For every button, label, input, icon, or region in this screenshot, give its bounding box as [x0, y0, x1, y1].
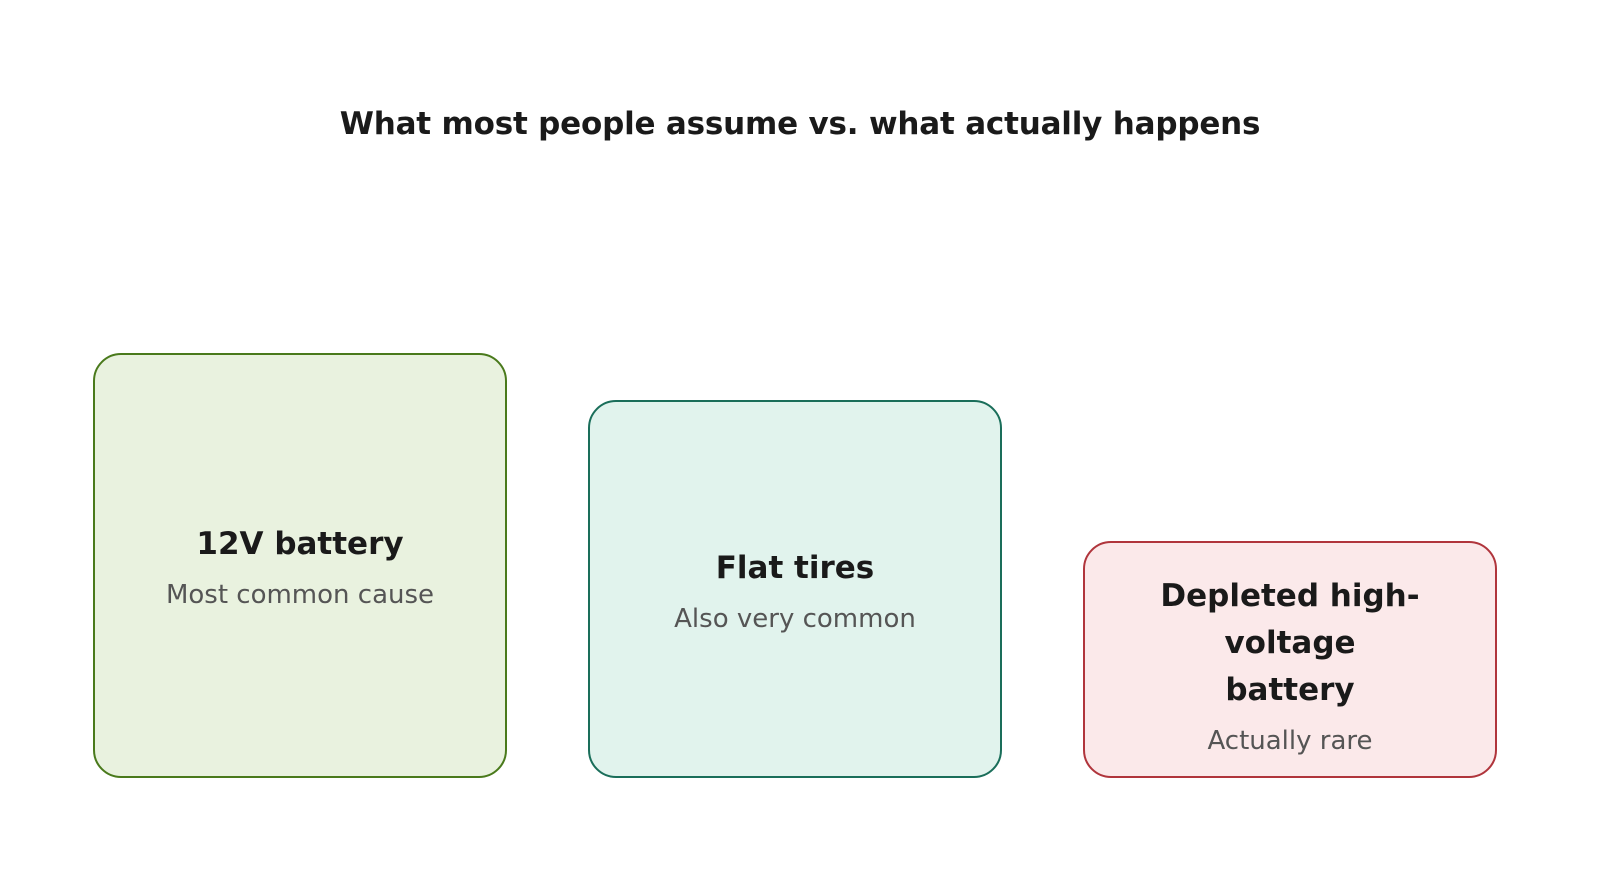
card-subtitle: Also very common: [674, 603, 916, 634]
card-title: Flat tires: [715, 549, 875, 586]
card-subtitle: Actually rare: [1207, 726, 1373, 756]
card-title: Depleted high-voltage battery: [1160, 578, 1420, 708]
card-subtitle: Most common cause: [165, 580, 435, 610]
card-title: 12V battery: [196, 526, 404, 562]
diagram-title: What most people assume vs. what actuall…: [339, 106, 1261, 142]
card-depleted-hv-battery: Depleted high-voltage battery Actually r…: [1083, 541, 1497, 778]
card-flat-tires: Flat tires Also very common: [588, 400, 1002, 778]
card-12v-battery: 12V battery Most common cause: [93, 353, 507, 778]
